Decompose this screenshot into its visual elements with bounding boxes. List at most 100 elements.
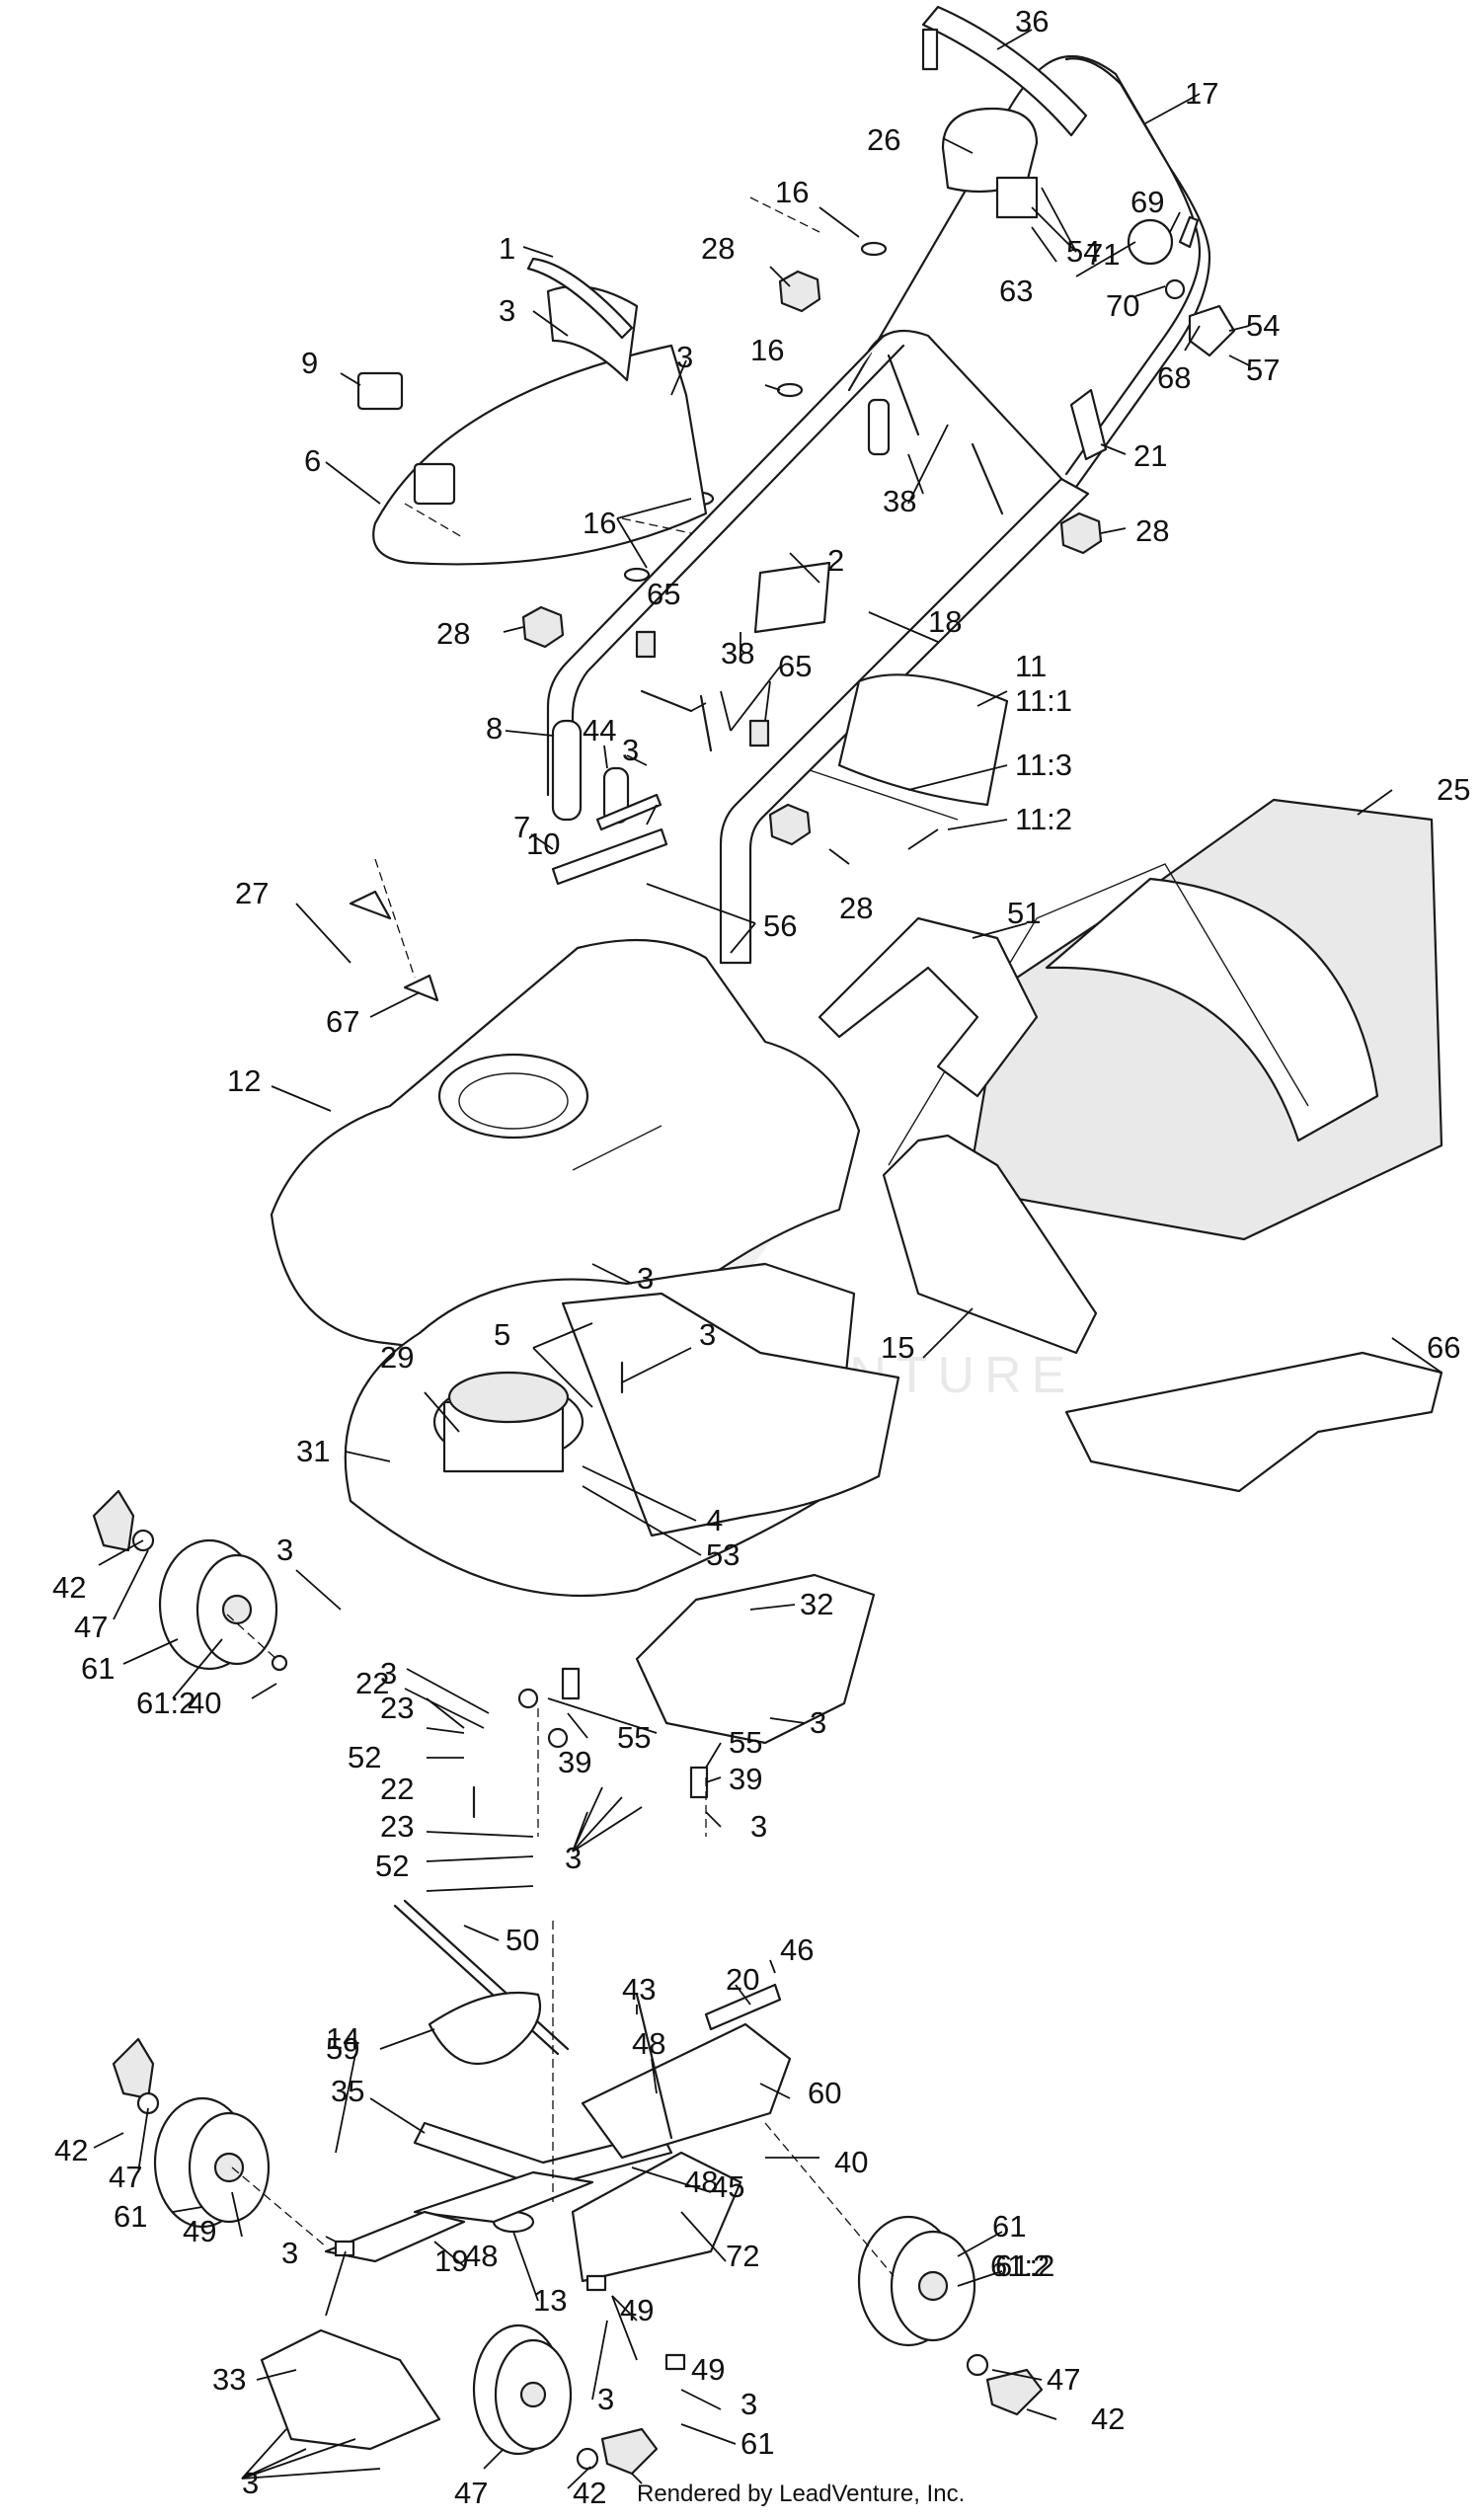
- render-credit: Rendered by LeadVenture, Inc.: [637, 2481, 966, 2507]
- callout-label: 16: [750, 333, 784, 367]
- callout-label: 28: [436, 616, 470, 651]
- plug: [403, 974, 439, 1002]
- callout-label: 61:2: [995, 2248, 1054, 2283]
- callout-label: 52: [375, 1849, 409, 1883]
- callout-label: 22: [380, 1772, 414, 1806]
- wheel-nut: [271, 1654, 288, 1672]
- cable-clip: [1069, 388, 1108, 461]
- switch-bracket: [995, 176, 1039, 219]
- callout-label: 56: [763, 908, 797, 943]
- mulch-plug: [1064, 1351, 1443, 1493]
- safety-bail: [921, 5, 1088, 137]
- bolt: [971, 442, 1004, 515]
- callout-label: 3: [565, 1841, 582, 1875]
- motor-fan: [447, 1371, 570, 1424]
- deck-cover: [270, 890, 861, 1365]
- callout-label: 38: [883, 484, 916, 518]
- callout-label: 54: [1246, 308, 1280, 343]
- callout-label: 16: [775, 175, 809, 209]
- callout-label: 8: [486, 711, 503, 746]
- hub-cap: [600, 2427, 659, 2476]
- callout-label: 36: [1015, 4, 1049, 39]
- leader-lines: [93, 29, 1442, 2489]
- callout-label: 40: [188, 1686, 221, 1720]
- callout-label: 3: [380, 1656, 397, 1691]
- wheel-hub: [917, 2270, 949, 2302]
- bushing: [689, 1766, 709, 1799]
- callout-label: 61:2: [990, 2248, 1050, 2283]
- lower-handle-top: [867, 329, 1068, 486]
- bushing: [561, 1667, 581, 1700]
- axle-clip: [664, 2353, 686, 2371]
- callout-label: 2: [827, 543, 844, 578]
- callout-label: 28: [701, 231, 735, 266]
- lever: [1178, 215, 1200, 249]
- rear-skid: [635, 1573, 876, 1745]
- height-adjust-plate: [581, 2022, 792, 2160]
- alignment-lines: [226, 197, 895, 2277]
- callout-label: 70: [1106, 288, 1139, 323]
- handle-assembly: [521, 5, 1236, 965]
- callout-label: 11:1: [1015, 683, 1072, 718]
- front-bumper: [260, 2328, 441, 2451]
- bolt: [640, 689, 693, 713]
- grass-bag: [966, 798, 1443, 1241]
- callout-label: 11:3: [1015, 748, 1072, 782]
- callout-label: 31: [296, 1434, 330, 1468]
- callout-label: 23: [380, 1691, 414, 1725]
- deck-cover-handle: [572, 1125, 663, 1171]
- callout-label: 52: [348, 1740, 381, 1774]
- callout-label: 55: [729, 1725, 762, 1760]
- callout-label: 61: [992, 2209, 1026, 2244]
- lower-handle-left-inner: [571, 344, 905, 807]
- height-adjuster: [551, 827, 668, 886]
- hub-cap: [985, 2368, 1044, 2416]
- callout-label: 3: [242, 2466, 259, 2500]
- callout-label: 14: [326, 2021, 359, 2056]
- cable-tie: [623, 567, 651, 583]
- callout-label: 44: [583, 713, 616, 748]
- callout-label: 3: [622, 733, 639, 767]
- callout-label: 15: [881, 1330, 914, 1365]
- wheel-hub: [519, 2381, 547, 2408]
- callout-label: 33: [212, 2362, 246, 2397]
- callout-label: 12: [227, 1063, 261, 1098]
- height-adjuster-bar: [595, 793, 663, 831]
- callout-label: 3: [699, 1317, 716, 1352]
- cord-retainer: [1188, 304, 1236, 357]
- bag-frame: [882, 1134, 1098, 1355]
- callout-label: 54: [1066, 234, 1100, 269]
- deck-cover-chute-inner: [458, 1072, 569, 1130]
- handle-grip: [551, 719, 583, 822]
- deck-cover-chute: [437, 1053, 589, 1140]
- callout-label: 13: [533, 2283, 567, 2318]
- callout-label: 49: [183, 2214, 216, 2248]
- adjust-lever: [635, 1993, 673, 2140]
- callout-label: 42: [1091, 2402, 1125, 2436]
- wheel-lower-center: [472, 2323, 659, 2476]
- mower-deck: [344, 1262, 900, 1819]
- callout-label: 6: [304, 443, 321, 478]
- callout-label: 49: [620, 2293, 654, 2327]
- callout-label: 7: [513, 810, 530, 844]
- wheel-bearing: [966, 2353, 989, 2377]
- callout-label: 27: [235, 876, 269, 910]
- handle-knob: [521, 605, 565, 649]
- callout-label: 59: [326, 2031, 359, 2066]
- hub-cap: [92, 1489, 135, 1552]
- callout-label: 63: [999, 274, 1033, 308]
- callout-label: 40: [834, 2145, 868, 2179]
- lower-handle-right: [719, 477, 1090, 965]
- grass-bag-assembly: [818, 798, 1443, 1493]
- callout-label: 48: [632, 2026, 665, 2061]
- lid-label: [413, 462, 456, 506]
- bail-tab: [921, 28, 939, 71]
- callout-label: 1: [499, 231, 515, 266]
- callout-label: 48: [684, 2165, 718, 2199]
- cable-tie: [860, 241, 888, 257]
- switch-box: [941, 107, 1039, 194]
- bolt: [887, 354, 920, 436]
- callout-label: 55: [617, 1720, 651, 1755]
- plug: [349, 890, 392, 920]
- rear-axle: [413, 2170, 594, 2224]
